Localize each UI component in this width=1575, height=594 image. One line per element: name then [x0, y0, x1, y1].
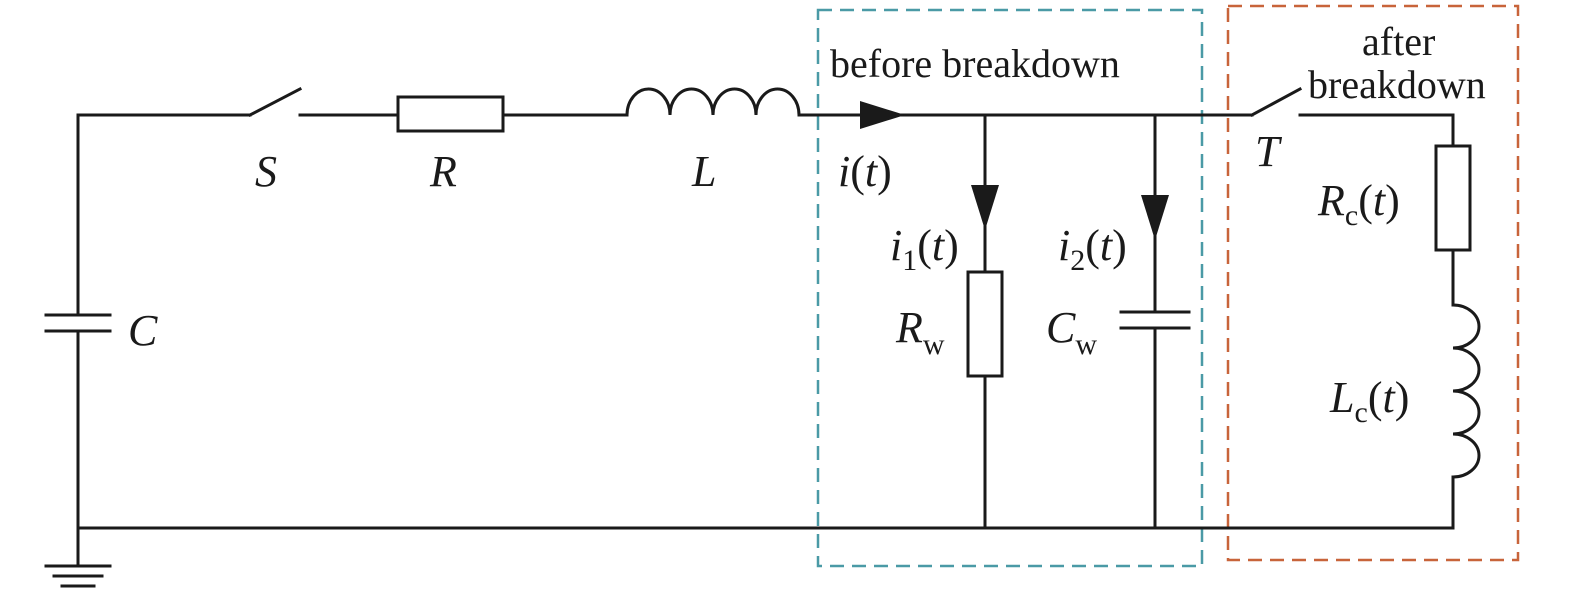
resistor-r: [396, 95, 505, 133]
switch-s-label: S: [255, 147, 277, 196]
switch-t: [1249, 86, 1455, 118]
current-arrow-i1: [971, 185, 999, 230]
switch-s: [247, 86, 400, 118]
branch-rw: [966, 113, 1004, 530]
after-breakdown-label-line1: after: [1362, 19, 1435, 64]
current-i2-label: i2(t): [1058, 221, 1127, 277]
resistor-r-label: R: [429, 147, 457, 196]
branch-cw: [1119, 113, 1191, 530]
ground-icon: [44, 526, 112, 588]
current-i-label: i(t): [838, 147, 892, 196]
inductor-l-label: L: [691, 147, 716, 196]
resistor-rw-label: Rw: [895, 303, 945, 361]
inductor-l: [625, 87, 801, 117]
after-breakdown-label-line2: breakdown: [1308, 62, 1486, 107]
inductor-lc-label: Lc(t): [1329, 373, 1409, 429]
before-breakdown-label: before breakdown: [830, 41, 1120, 86]
resistor-rc-label: Rc(t): [1317, 176, 1400, 232]
before-breakdown-region: [816, 8, 1204, 568]
current-arrow-i2: [1141, 195, 1169, 240]
capacitor-cw-label: Cw: [1046, 303, 1097, 361]
branch-rc-lc: [1434, 113, 1481, 530]
after-breakdown-region: [1226, 4, 1520, 562]
current-i1-label: i1(t): [890, 221, 959, 277]
capacitor-c-label: C: [128, 306, 158, 355]
current-arrow-i: [860, 101, 905, 129]
switch-t-label: T: [1255, 127, 1283, 176]
capacitor-c: [44, 113, 112, 530]
